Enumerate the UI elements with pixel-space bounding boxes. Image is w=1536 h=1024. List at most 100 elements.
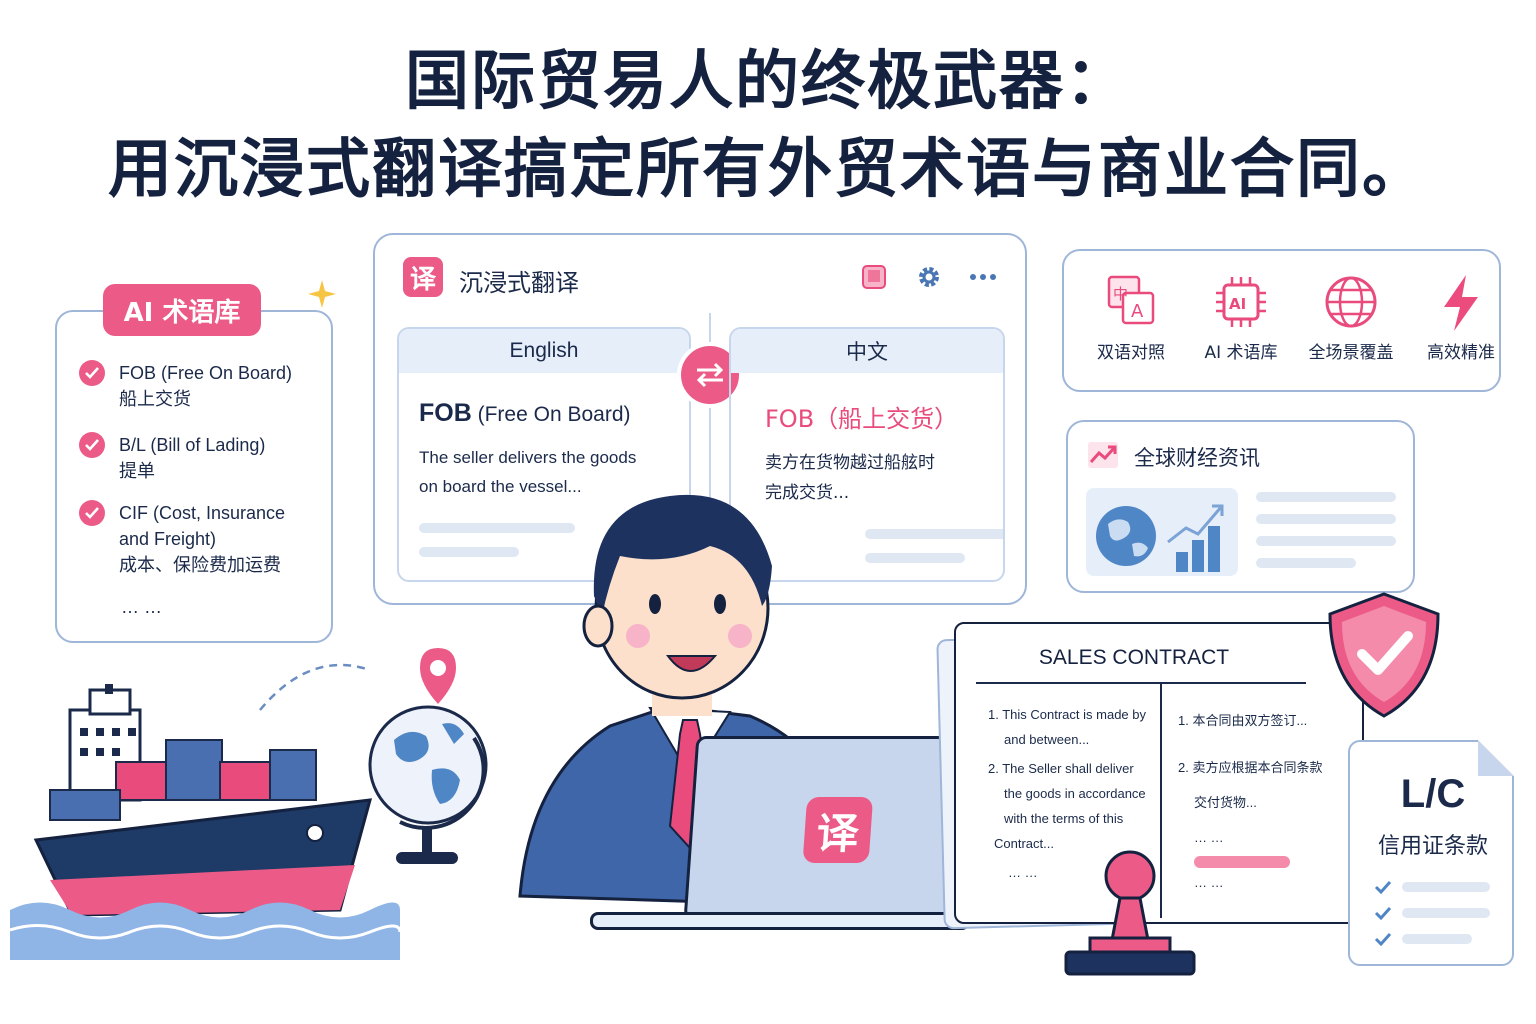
feature-label: 全场景覆盖 xyxy=(1308,343,1394,363)
contract-en-line: and between... xyxy=(1004,732,1090,747)
news-thumbnail xyxy=(1086,488,1238,576)
source-pane: English FOB (Free On Board) The seller d… xyxy=(397,327,691,582)
contract-zh-line: 1. 本合同由双方签订... xyxy=(1178,713,1308,728)
contract-title: SALES CONTRACT xyxy=(1038,646,1230,669)
contract-en-line: … … xyxy=(1008,865,1038,880)
stamp-icon xyxy=(1064,850,1196,976)
check-icon xyxy=(1374,932,1392,946)
contract-zh-line: 交付货物... xyxy=(1194,795,1257,810)
desk-globe-icon xyxy=(368,648,488,864)
globe-icon xyxy=(1325,276,1377,328)
source-lang-label: English xyxy=(399,329,689,373)
svg-text:A: A xyxy=(1131,301,1144,322)
swap-icon xyxy=(696,362,724,388)
glossary-more: … … xyxy=(121,597,163,617)
cargo-ship-illustration xyxy=(10,663,400,960)
glossary-term-zh: 船上交货 xyxy=(119,389,191,409)
contract-zh-line: 2. 卖方应根据本合同条款 xyxy=(1178,760,1323,775)
placeholder-line xyxy=(865,553,965,563)
glossary-term-en: B/L (Bill of Lading) xyxy=(119,435,266,455)
lc-check-row xyxy=(1374,902,1490,924)
svg-text:AI: AI xyxy=(1229,295,1246,313)
placeholder-line xyxy=(1256,514,1396,524)
globe-chart-illustration xyxy=(1096,504,1224,572)
check-icon xyxy=(79,432,105,458)
headline-line1: 国际贸易人的终极武器： xyxy=(405,45,1131,119)
contract-title-rule xyxy=(976,682,1306,684)
check-icon xyxy=(1374,880,1392,894)
headline-line2: 用沉浸式翻译搞定所有外贸术语与商业合同。 xyxy=(108,133,1428,207)
lc-check-row xyxy=(1374,876,1490,898)
lc-subtitle: 信用证条款 xyxy=(1377,834,1488,859)
contract-en-line: Contract... xyxy=(994,836,1054,851)
lightning-icon xyxy=(1444,275,1478,331)
target-lang-label: 中文 xyxy=(731,329,1003,373)
glossary-term-en: CIF (Cost, Insurance xyxy=(119,503,286,523)
pane-divider xyxy=(709,313,711,583)
contract-column-rule xyxy=(1160,682,1162,918)
feature-item: 高效精准 xyxy=(1406,271,1516,363)
translator-logo: 译 xyxy=(403,257,443,297)
contract-en-line: 2. The Seller shall deliver xyxy=(988,761,1134,776)
laptop-logo: 译 xyxy=(802,797,874,863)
placeholder-line xyxy=(419,547,519,557)
glossary-item: CIF (Cost, Insurance and Freight) 成本、保险费… xyxy=(79,500,285,578)
check-icon xyxy=(1374,906,1392,920)
feature-item: 全场景覆盖 xyxy=(1296,271,1406,363)
book-icon[interactable] xyxy=(861,264,887,290)
news-title: 全球财经资讯 xyxy=(1134,446,1260,470)
target-body-2: 完成交货... xyxy=(765,483,850,503)
page-fold xyxy=(1478,740,1514,776)
placeholder-line xyxy=(1256,536,1396,546)
feature-label: 高效精准 xyxy=(1427,343,1495,363)
check-icon xyxy=(79,360,105,386)
contract-zh-line: … … xyxy=(1194,875,1224,890)
swap-button[interactable] xyxy=(677,342,743,408)
glossary-term-en: FOB (Free On Board) xyxy=(119,363,293,383)
placeholder-line xyxy=(1402,908,1490,918)
more-icon[interactable] xyxy=(969,273,997,281)
check-icon xyxy=(79,500,105,526)
contract-en-line: with the terms of this xyxy=(1004,811,1124,826)
sparkle-icon xyxy=(308,280,336,308)
target-term: FOB（船上交货） xyxy=(765,405,959,433)
contract-highlight xyxy=(1194,856,1290,868)
bilingual-icon: 中A xyxy=(1107,275,1155,325)
news-card: 全球财经资讯 xyxy=(1066,420,1415,593)
trend-chart-icon xyxy=(1088,442,1118,468)
contract-en-column: 1. This Contract is made by and between.… xyxy=(988,702,1156,885)
laptop: 译 xyxy=(683,736,977,920)
glossary-term-en-cont: and Freight) xyxy=(119,529,217,549)
source-term-abbr: FOB xyxy=(419,399,472,427)
lc-document: L/C 信用证条款 xyxy=(1348,740,1514,966)
source-term: FOB (Free On Board) xyxy=(419,399,689,428)
lc-check-row xyxy=(1374,928,1490,950)
glossary-item: FOB (Free On Board) 船上交货 xyxy=(79,360,292,412)
contract-en-line: 1. This Contract is made by xyxy=(988,707,1146,722)
target-pane: 中文 FOB（船上交货） 卖方在货物越过船舷时 完成交货... xyxy=(729,327,1005,582)
contract-zh-line: … … xyxy=(1194,830,1224,845)
feature-item: AI AI 术语库 xyxy=(1186,271,1296,363)
glossary-badge: AI 术语库 xyxy=(103,284,261,336)
placeholder-line xyxy=(419,523,575,533)
glossary-card: AI 术语库 FOB (Free On Board) 船上交货 B/L (Bil… xyxy=(55,284,333,643)
placeholder-line xyxy=(1402,934,1472,944)
shield-check-icon xyxy=(1328,592,1440,718)
glossary-item: B/L (Bill of Lading) 提单 xyxy=(79,432,265,484)
source-term-full: (Free On Board) xyxy=(471,403,631,426)
feature-label: 双语对照 xyxy=(1097,343,1165,363)
glossary-term-zh: 提单 xyxy=(119,461,155,481)
contract-en-line: the goods in accordance xyxy=(1004,786,1146,801)
placeholder-line xyxy=(865,529,1003,539)
placeholder-line xyxy=(1256,558,1356,568)
glossary-term-zh: 成本、保险费加运费 xyxy=(119,555,281,575)
source-body-1: The seller delivers the goods xyxy=(419,448,637,467)
translator-title: 沉浸式翻译 xyxy=(459,269,579,297)
placeholder-line xyxy=(1256,492,1396,502)
gear-icon[interactable] xyxy=(915,263,943,291)
placeholder-line xyxy=(1402,882,1490,892)
lc-title: L/C xyxy=(1400,772,1466,816)
target-body-1: 卖方在货物越过船舷时 xyxy=(765,453,935,473)
